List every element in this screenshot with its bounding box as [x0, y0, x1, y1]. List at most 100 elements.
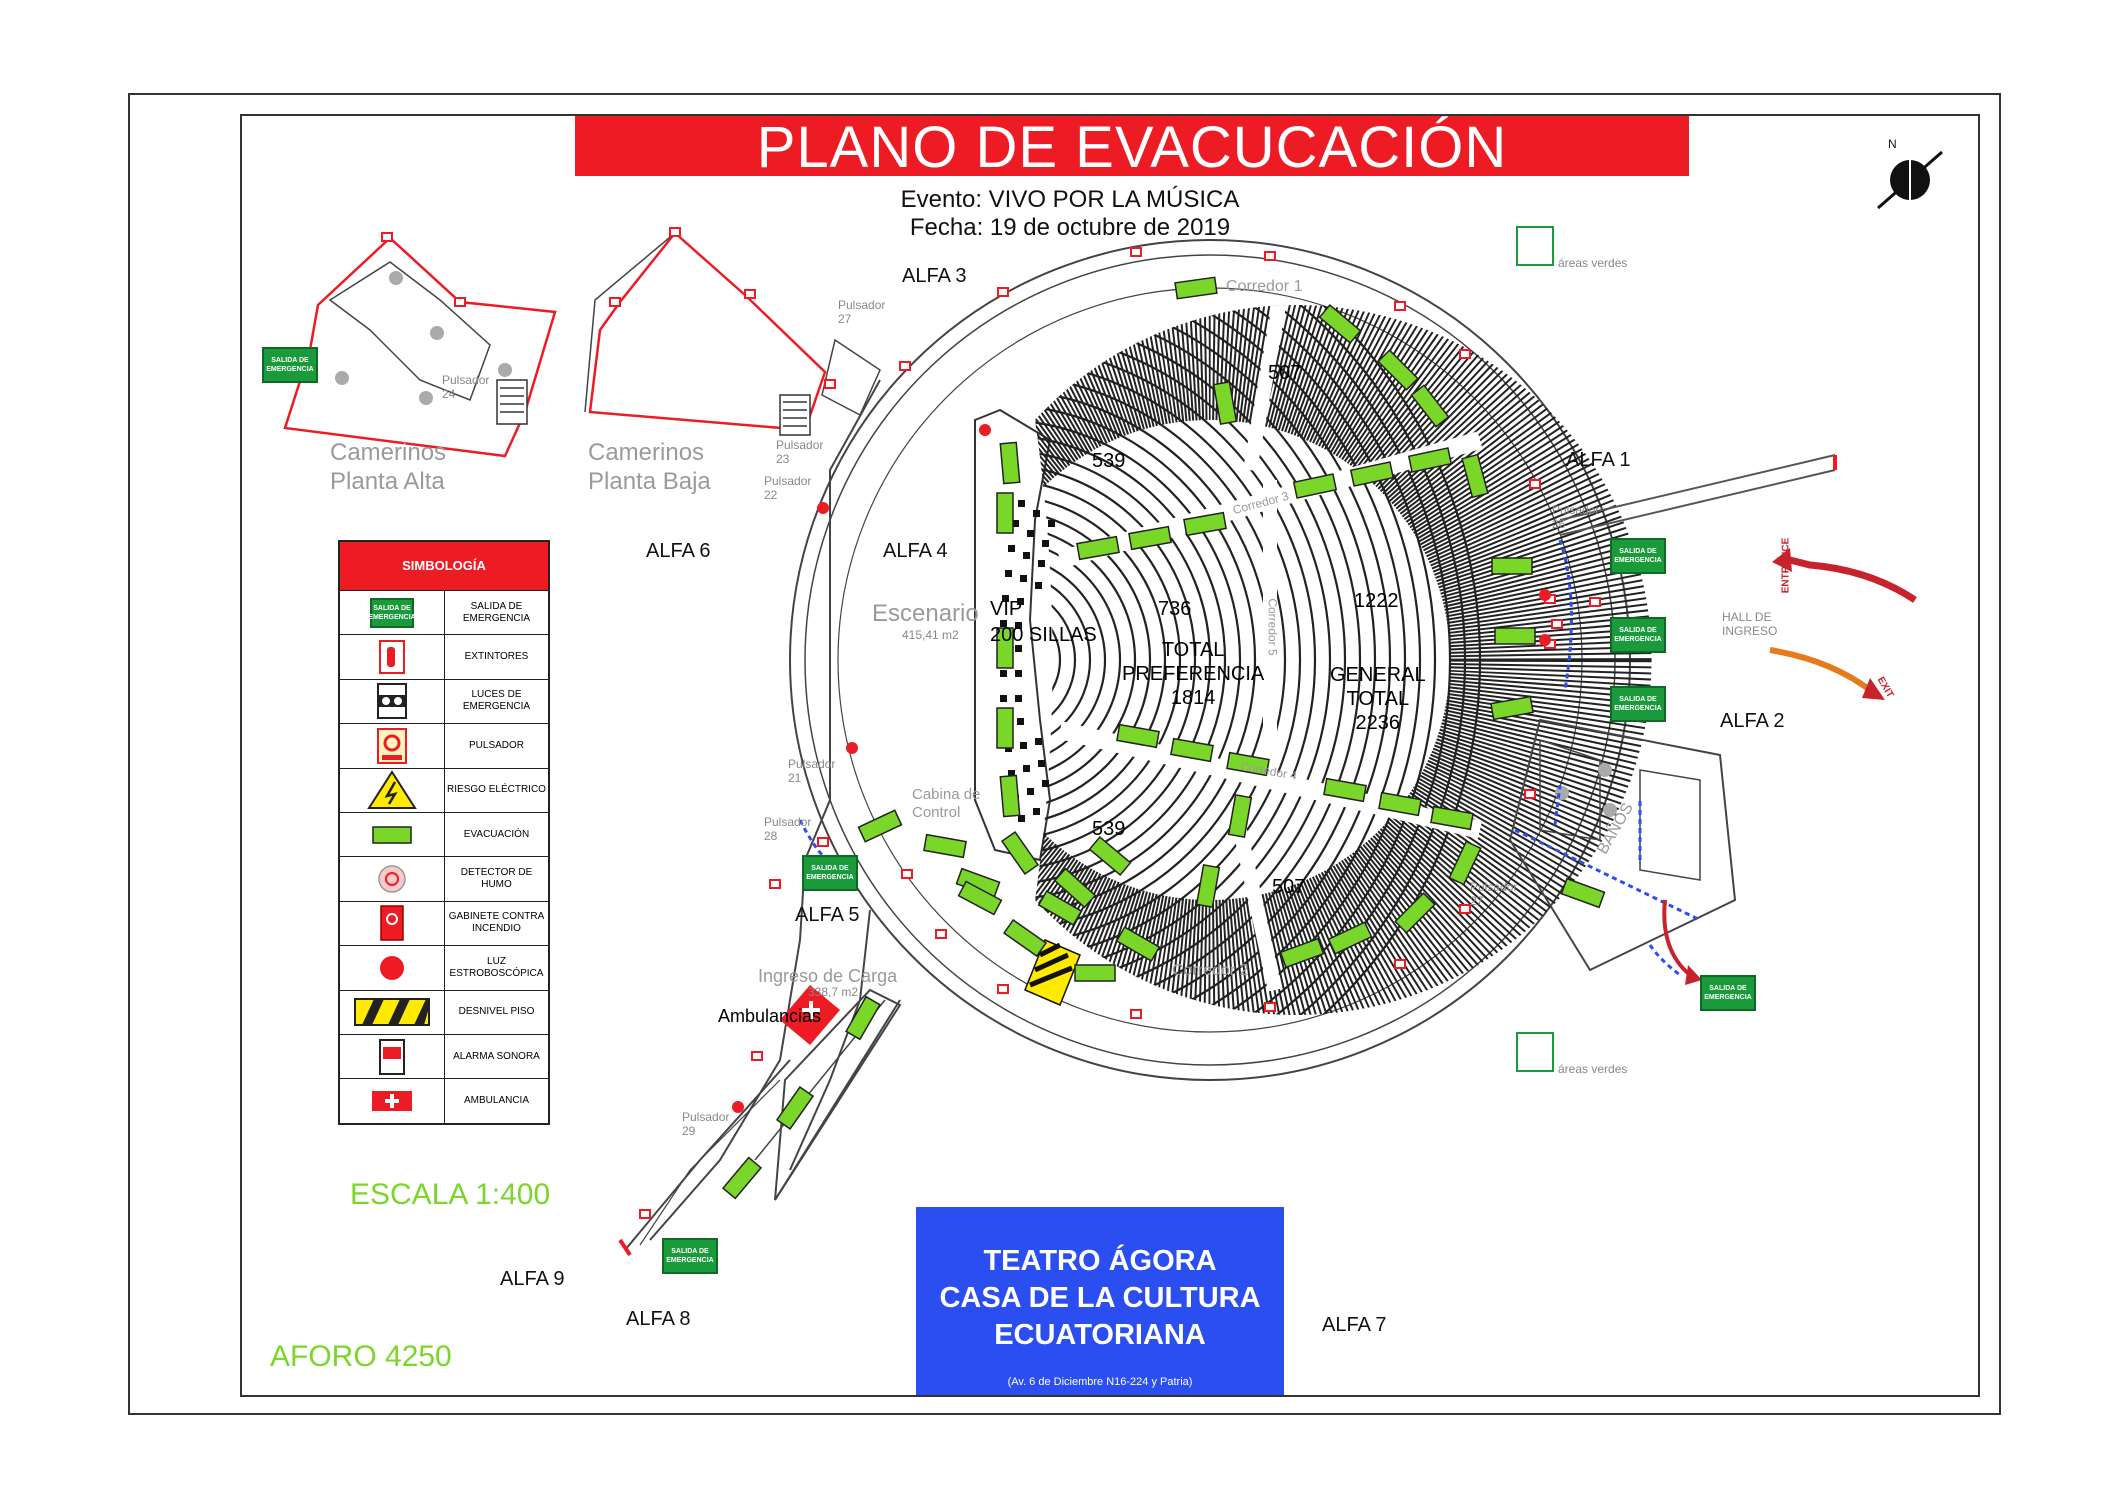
pulsador-number: 23	[776, 452, 790, 466]
pulsador-number: 27	[838, 312, 852, 326]
emergency-exit-text: SALIDA DE EMERGENCIA	[1704, 985, 1752, 1001]
outer-frame	[128, 93, 2001, 1415]
emergency-light-icon	[377, 683, 407, 720]
pulsador-label: Pulsador	[838, 298, 886, 312]
seating-1222: 1222	[1354, 590, 1399, 612]
legend-label: ALARMA SONORA	[453, 1050, 540, 1062]
electric-risk-icon	[367, 770, 417, 810]
legend-label: LUZ ESTROBOSCÓPICA	[449, 955, 544, 979]
venue-info-box: TEATRO ÁGORA CASA DE LA CULTURA ECUATORI…	[916, 1207, 1284, 1395]
hall-label: HALL DE INGRESO	[1722, 610, 1777, 638]
entrance-label: ENTRANCE	[1780, 537, 1792, 594]
legend: SIMBOLOGÍA SALIDA DE EMERGENCIA SALIDA D…	[338, 540, 550, 1125]
seating-507-bottom: 507	[1272, 876, 1306, 898]
fire-cabinet-icon	[380, 905, 404, 942]
camerinos-alta-label: Camerinos Planta Alta	[330, 438, 446, 496]
hall-line2: INGRESO	[1722, 624, 1778, 638]
emergency-exit-icon: SALIDA DE EMERGENCIA	[662, 1238, 718, 1274]
legend-header: SIMBOLOGÍA	[340, 542, 548, 590]
total-general: GENERAL TOTAL 2236	[1330, 663, 1426, 735]
alfa-5-label: ALFA 5	[795, 904, 860, 926]
venue-line-3: ECUATORIANA	[994, 1319, 1206, 1351]
emergency-exit-icon: SALIDA DE EMERGENCIA	[1700, 975, 1756, 1011]
legend-label: SALIDA DE EMERGENCIA	[462, 600, 531, 624]
alfa-4-label: ALFA 4	[883, 540, 948, 562]
pulsador-label: Pulsador	[442, 373, 490, 387]
total-pref-line3: 1814	[1170, 687, 1216, 709]
vip-label: VIP	[990, 598, 1023, 620]
venue-line-1: TEATRO ÁGORA	[983, 1245, 1217, 1277]
alfa-6-label: ALFA 6	[646, 540, 711, 562]
emergency-exit-text: SALIDA DE EMERGENCIA	[368, 604, 416, 621]
event-date: Fecha: 19 de octubre de 2019	[909, 214, 1231, 241]
legend-label: DETECTOR DE HUMO	[460, 867, 533, 891]
cabina-line2: Control	[912, 804, 961, 821]
event-name: Evento: VIVO POR LA MÚSICA	[900, 186, 1240, 213]
legend-label: EXTINTORES	[464, 651, 529, 663]
svg-text:N: N	[1888, 137, 1897, 151]
emergency-exit-icon: SALIDA DE EMERGENCIA	[802, 855, 858, 891]
green-area-icon	[1516, 1032, 1554, 1072]
alfa-2-label: ALFA 2	[1720, 710, 1785, 732]
camerinos-baja-line2: Planta Baja	[588, 468, 711, 495]
camerinos-alta-outline	[283, 236, 557, 458]
inner-frame	[240, 114, 1980, 1397]
pulsador-number: 28	[764, 829, 778, 843]
extinguisher-icon	[379, 640, 405, 675]
pulsador-label: Pulsador	[1470, 880, 1518, 894]
camerinos-baja-label: Camerinos Planta Baja	[588, 438, 711, 496]
total-pref-line1: TOTAL	[1161, 639, 1225, 661]
green-area-label: áreas verdes	[1558, 256, 1628, 270]
north-compass-icon: N	[1877, 137, 1943, 210]
escenario-label: Escenario	[872, 600, 979, 627]
alfa-9-label: ALFA 9	[500, 1268, 565, 1290]
smoke-detector-icon	[378, 865, 406, 893]
legend-label: RIESGO ELÉCTRICO	[447, 784, 546, 796]
legend-row: SALIDA DE EMERGENCIA SALIDA DE EMERGENCI…	[340, 590, 548, 635]
camerinos-alta-line2: Planta Alta	[330, 468, 445, 495]
pulsador-label: Pulsador	[1552, 503, 1600, 517]
emergency-exit-icon: SALIDA DE EMERGENCIA	[1610, 617, 1666, 653]
vip-seats: 200 SILLAS	[990, 624, 1097, 646]
seating-507-top: 507	[1268, 362, 1302, 384]
venue-line-2: CASA DE LA CULTURA	[939, 1282, 1261, 1314]
ingreso-carga-label: Ingreso de Carga	[758, 966, 898, 986]
legend-row: LUCES DE EMERGENCIA	[340, 678, 548, 724]
push-button-icon	[377, 727, 407, 764]
legend-label: GABINETE CONTRA INCENDIO	[448, 911, 545, 935]
legend-row: DESNIVEL PISO	[340, 989, 548, 1034]
legend-label: LUCES DE EMERGENCIA	[462, 689, 531, 713]
pulsador-label: Pulsador	[788, 757, 836, 771]
green-area-icon	[1516, 226, 1554, 266]
legend-row: EXTINTORES	[340, 634, 548, 679]
page-title: PLANO DE EVACUCACIÓN	[575, 116, 1689, 180]
emergency-exit-text: SALIDA DE EMERGENCIA	[1614, 696, 1662, 712]
ambulance-icon	[372, 1090, 412, 1111]
legend-row: RIESGO ELÉCTRICO	[340, 767, 548, 812]
escenario-area: 415,41 m2	[902, 628, 959, 642]
pulsador-number: 27	[1470, 894, 1484, 908]
pulsador-number: 26	[1552, 517, 1566, 531]
emergency-exit-text: SALIDA DE EMERGENCIA	[1614, 548, 1662, 564]
floor-level-icon	[354, 998, 430, 1027]
emergency-exit-text: SALIDA DE EMERGENCIA	[806, 865, 854, 881]
emergency-exit-icon: SALIDA DE EMERGENCIA	[262, 347, 318, 383]
total-preferencia: TOTAL PREFERENCIA 1814	[1122, 638, 1264, 710]
emergency-exit-icon: SALIDA DE EMERGENCIA	[368, 597, 416, 628]
total-gen-line3: 2236	[1355, 712, 1401, 734]
legend-row: LUZ ESTROBOSCÓPICA	[340, 945, 548, 990]
ingreso-carga-area: 338,7 m2	[808, 985, 859, 999]
total-gen-line1: GENERAL	[1330, 664, 1426, 686]
strobe-light-icon	[380, 955, 404, 980]
seating-539-top: 539	[1092, 450, 1126, 472]
pulsador-number: 29	[682, 1124, 696, 1138]
emergency-exit-text: SALIDA DE EMERGENCIA	[666, 1248, 714, 1264]
